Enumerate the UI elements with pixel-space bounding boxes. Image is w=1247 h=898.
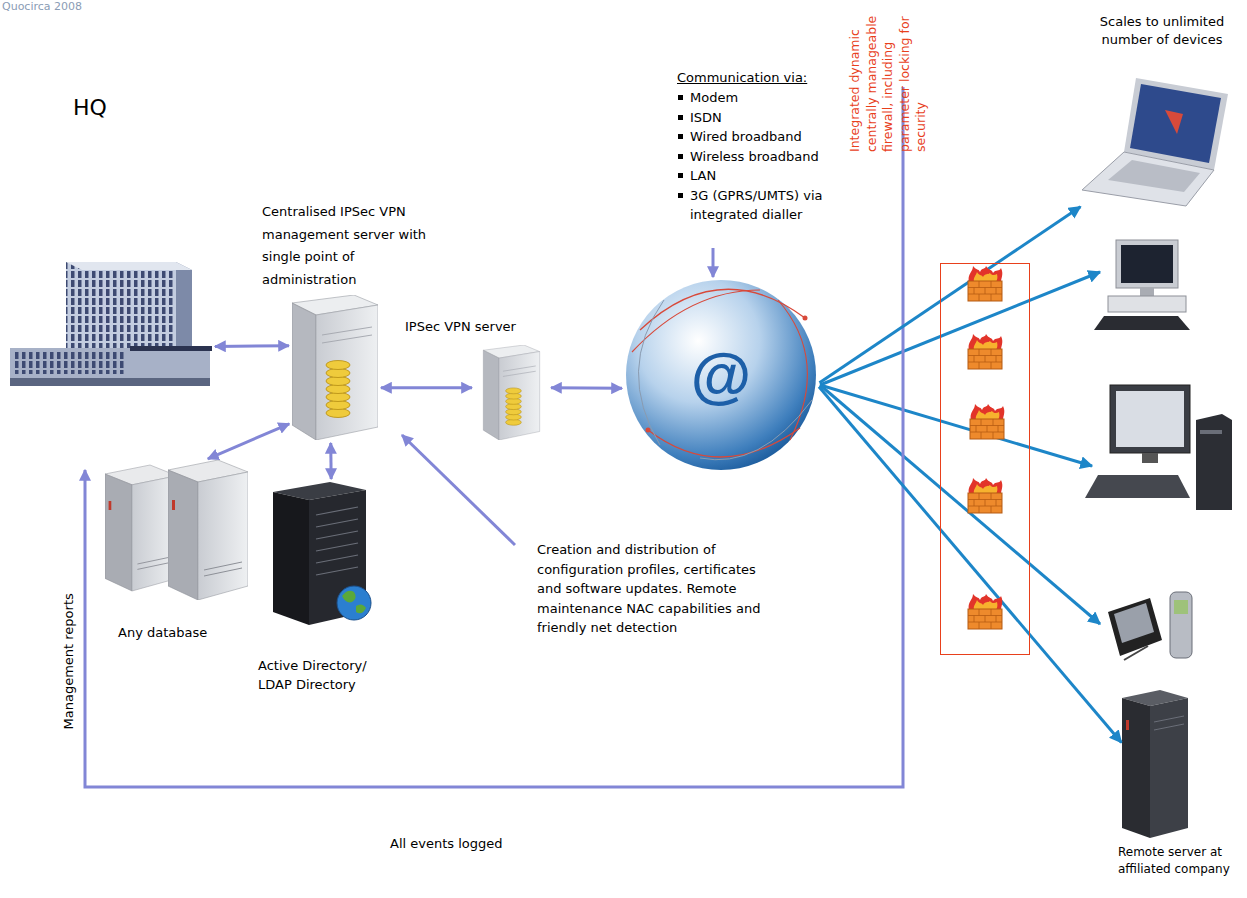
node-label: Scales to unlimited number of devices <box>1086 13 1238 49</box>
laptop <box>1082 78 1228 206</box>
node-label: IPSec VPN server <box>405 318 516 337</box>
connector <box>208 424 289 459</box>
hq-building <box>10 262 212 386</box>
copyright-note: Quocirca 2008 <box>2 0 82 13</box>
node-label: Any database <box>118 624 207 643</box>
list-item: Wired broadband <box>690 127 802 147</box>
note: Creation and distribution of configurati… <box>537 540 767 638</box>
remote-server-node: Remote server at affiliated company <box>1122 690 1188 838</box>
node-label: @ <box>625 338 817 412</box>
list-heading: Communication via: <box>677 68 807 88</box>
management-server-node: Centralised IPSec VPN management server … <box>292 295 378 440</box>
node-label: Active Directory/ LDAP Directory <box>258 656 403 694</box>
node-label: Integrated dynamic centrally manageable … <box>847 0 931 152</box>
hq-node: HQ <box>10 262 212 388</box>
connector <box>381 386 472 389</box>
connector <box>551 386 622 390</box>
directory-server <box>273 482 371 625</box>
connector <box>819 387 1121 743</box>
database-servers <box>105 460 248 600</box>
device-arrows <box>820 272 1100 624</box>
vpn-server-icon <box>483 345 539 440</box>
list-item: 3G (GPRS/UMTS) via integrated dialler <box>690 186 870 225</box>
node-label: Centralised IPSec VPN management server … <box>262 201 452 291</box>
connector <box>215 344 289 348</box>
management-server-icon <box>292 295 378 440</box>
firewall-group: Integrated dynamic centrally manageable … <box>940 263 1030 655</box>
tower-computer <box>1085 385 1232 510</box>
directory-node: Active Directory/ LDAP Directory <box>273 482 370 625</box>
laptop-node: Scales to unlimited number of devices <box>1080 75 1228 205</box>
list-item: Wireless broadband <box>690 147 819 167</box>
database-node: Any database <box>105 460 248 600</box>
list-item: Modem <box>690 88 738 108</box>
list-item: ISDN <box>690 108 722 128</box>
handheld-and-phone <box>1108 592 1192 660</box>
desktop-computer <box>1094 240 1190 330</box>
lavender-arrows <box>85 87 903 787</box>
node-label: HQ <box>73 92 107 124</box>
list-item: LAN <box>690 166 716 186</box>
node-label: Remote server at affiliated company <box>1118 844 1244 878</box>
vpn-server-node: IPSec VPN server <box>475 345 548 440</box>
connector <box>819 207 1080 383</box>
internet-node: @ <box>625 280 817 470</box>
remote-server-icon <box>1122 690 1188 838</box>
axis-note: Management reports <box>60 566 77 730</box>
note: All events logged <box>390 834 503 854</box>
connector <box>329 443 332 479</box>
internet-globe <box>626 280 816 470</box>
